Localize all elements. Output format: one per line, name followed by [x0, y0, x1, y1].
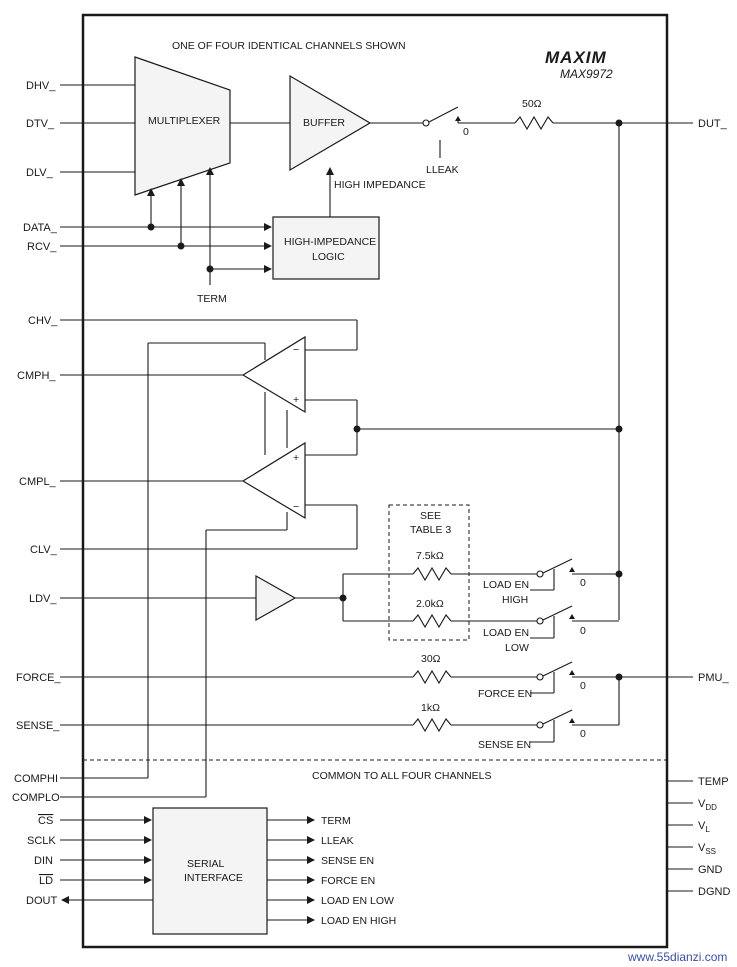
lehigh-zero: 0: [580, 577, 586, 589]
r1k-label: 1kΩ: [421, 702, 440, 714]
pin-pmu: PMU_: [698, 672, 729, 684]
multiplexer-block: [134, 56, 231, 196]
serial-out-force-en: FORCE EN: [321, 875, 375, 887]
part-number: MAX9972: [560, 67, 613, 81]
cmpl-minus: −: [293, 501, 299, 513]
hiz-logic-label-2: LOGIC: [312, 251, 345, 263]
cmpl-plus: +: [293, 452, 299, 464]
serial-label-2: INTERFACE: [184, 872, 243, 884]
pin-cs: CS: [38, 815, 53, 827]
serial-out-sense-en: SENSE EN: [321, 855, 374, 867]
pin-dtv: DTV_: [26, 118, 55, 130]
pin-dut: DUT_: [698, 118, 728, 130]
pin-din: DIN: [34, 855, 53, 867]
serial-out-load-en-high: LOAD EN HIGH: [321, 915, 396, 927]
serial-interface-block: [152, 807, 268, 935]
pin-dhv: DHV_: [26, 80, 56, 92]
pin-cmpl: CMPL_: [19, 476, 57, 488]
table3-label: TABLE 3: [410, 524, 451, 536]
comparator-low: [241, 441, 306, 520]
cmph-plus: +: [293, 394, 299, 406]
pin-data: DATA_: [23, 222, 58, 234]
pin-sense: SENSE_: [16, 720, 60, 732]
lleak-zero: 0: [463, 126, 469, 138]
r2k0-label: 2.0kΩ: [416, 598, 444, 610]
pin-vdd: VDD: [698, 798, 717, 812]
pin-complo: COMPLO: [12, 792, 60, 804]
serial-label-1: SERIAL: [187, 858, 225, 870]
pin-vss: VSS: [698, 842, 716, 856]
r7k5-label: 7.5kΩ: [416, 550, 444, 562]
common-note: COMMON TO ALL FOUR CHANNELS: [312, 770, 492, 782]
hiz-logic-label-1: HIGH-IMPEDANCE: [284, 236, 376, 248]
serial-outputs: TERM LLEAK SENSE EN FORCE EN LOAD EN LOW…: [267, 815, 396, 927]
pin-rcv: RCV_: [27, 241, 57, 253]
load-buffer: [255, 574, 297, 622]
channel-note: ONE OF FOUR IDENTICAL CHANNELS SHOWN: [172, 40, 406, 52]
lleak-label: LLEAK: [426, 164, 459, 176]
pin-ld: LD: [39, 875, 53, 887]
load-en-low-1: LOAD EN: [483, 627, 529, 639]
lelow-zero: 0: [580, 625, 586, 637]
pin-dgnd: DGND: [698, 886, 730, 898]
pin-chv: CHV_: [28, 315, 58, 327]
r30-label: 30Ω: [421, 653, 441, 665]
pin-cmph: CMPH_: [17, 370, 56, 382]
see-label: SEE: [420, 510, 441, 522]
serial-out-lleak: LLEAK: [321, 835, 354, 847]
pin-force: FORCE_: [16, 672, 62, 684]
pin-sclk: SCLK: [27, 835, 56, 847]
buffer-label: BUFFER: [303, 117, 345, 129]
multiplexer-label: MULTIPLEXER: [148, 115, 221, 127]
force-en-label: FORCE EN: [478, 688, 532, 700]
pin-dout: DOUT: [26, 895, 57, 907]
buffer-block: [289, 74, 372, 172]
pin-comphi: COMPHI: [14, 773, 58, 785]
pin-vl: VL: [698, 820, 710, 834]
sense-en-label: SENSE EN: [478, 739, 531, 751]
pin-clv: CLV_: [30, 544, 58, 556]
pin-temp: TEMP: [698, 776, 729, 788]
term-label: TERM: [197, 293, 227, 305]
pin-ldv: LDV_: [29, 593, 57, 605]
force-zero: 0: [580, 680, 586, 692]
maxim-logo: MAXIM: [545, 48, 607, 67]
load-en-high-2: HIGH: [502, 594, 528, 606]
sense-zero: 0: [580, 728, 586, 740]
comparator-high: [241, 335, 306, 414]
table3-box: [388, 504, 470, 641]
cmph-minus: −: [293, 344, 299, 356]
hiz-logic-block: [272, 216, 380, 280]
watermark: www.55dianzi.com: [627, 950, 727, 964]
serial-out-term: TERM: [321, 815, 351, 827]
r50-label: 50Ω: [522, 98, 542, 110]
high-impedance-label: HIGH IMPEDANCE: [334, 179, 426, 191]
pin-gnd: GND: [698, 864, 723, 876]
load-en-high-1: LOAD EN: [483, 579, 529, 591]
pin-dlv: DLV_: [26, 167, 54, 179]
load-en-low-2: LOW: [505, 642, 529, 654]
serial-out-load-en-low: LOAD EN LOW: [321, 895, 394, 907]
